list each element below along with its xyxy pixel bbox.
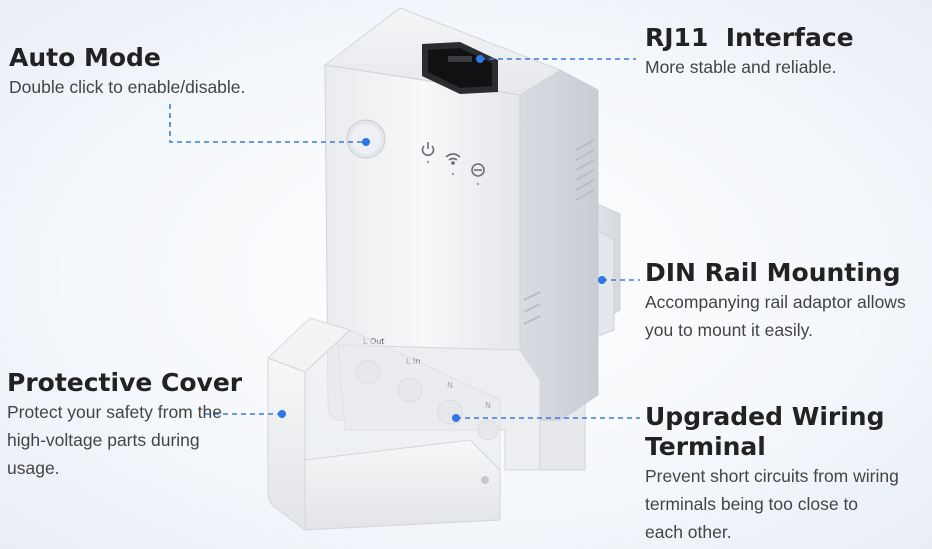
wiring-desc-line3: each other. <box>645 522 732 542</box>
auto-mode-desc: Double click to enable/disable. <box>9 77 246 97</box>
callout-auto-mode: Auto Mode Double click to enable/disable… <box>9 43 245 101</box>
side-vents <box>523 139 595 325</box>
din-rail-title: DIN Rail Mounting <box>645 258 901 287</box>
power-icon <box>421 142 435 164</box>
leader-dots <box>278 55 606 422</box>
wiring-title-line2: Terminal <box>645 432 766 461</box>
wiring-desc-line2: terminals being too close to <box>645 494 859 514</box>
protective-cover-desc-line2: high-voltage parts during <box>7 430 200 450</box>
callout-din-rail: DIN Rail Mounting Accompanying rail adap… <box>645 258 906 344</box>
leader-lines <box>169 58 640 419</box>
wiring-desc-line1: Prevent short circuits from wiring <box>645 466 899 486</box>
callout-protective-cover: Protective Cover Protect your safety fro… <box>7 368 242 482</box>
din-rail-desc-line2: you to mount it easily. <box>645 320 813 340</box>
wifi-icon <box>445 153 461 176</box>
protective-cover-title: Protective Cover <box>7 368 243 397</box>
cloud-sync-icon <box>471 163 485 186</box>
protective-cover-desc-line3: usage. <box>7 458 60 478</box>
rj11-title: RJ11 Interface <box>645 23 854 52</box>
protective-cover-desc-line1: Protect your safety from the <box>7 402 222 422</box>
callout-rj11: RJ11 Interface More stable and reliable. <box>645 23 854 81</box>
rj11-desc: More stable and reliable. <box>645 57 837 77</box>
din-rail-desc-line1: Accompanying rail adaptor allows <box>645 292 906 312</box>
protective-cover-part <box>267 317 501 532</box>
leader-auto-mode <box>169 104 366 143</box>
auto-mode-title: Auto Mode <box>9 43 161 72</box>
status-icons <box>421 142 485 186</box>
rj11-port <box>422 42 498 94</box>
wiring-title-line1: Upgraded Wiring <box>645 402 885 431</box>
callout-wiring: Upgraded Wiring Terminal Prevent short c… <box>645 402 899 546</box>
